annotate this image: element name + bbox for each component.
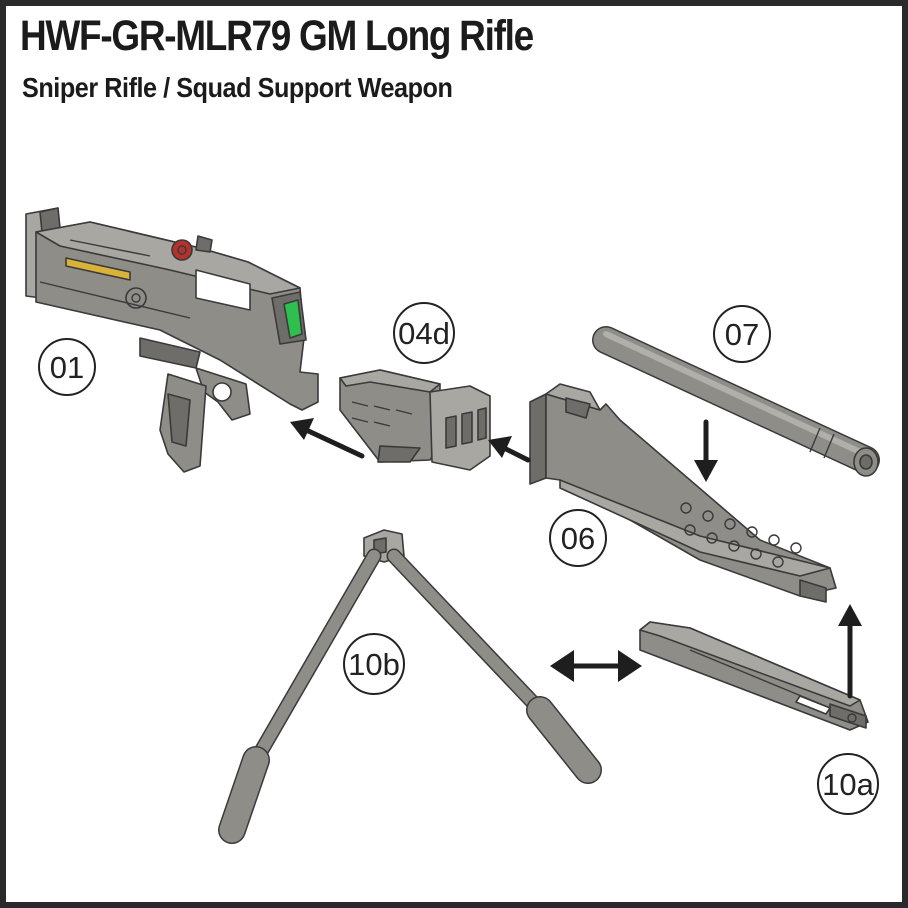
callout-10a: 10a — [817, 753, 879, 815]
bipod-icon — [218, 529, 602, 844]
arrow-10a-to-06 — [838, 604, 862, 699]
barrel-mount-icon — [529, 383, 837, 603]
page-subtitle: Sniper Rifle / Squad Support Weapon — [22, 72, 453, 103]
barrel-icon — [592, 326, 880, 477]
rifle-body-icon — [25, 207, 319, 473]
callout-10b: 10b — [343, 633, 405, 695]
callout-04d: 04d — [393, 302, 455, 364]
callout-label-04d: 04d — [398, 316, 450, 351]
folded-bipod-icon — [639, 621, 869, 731]
double-arrow-10a-10b — [550, 650, 642, 682]
callout-01: 01 — [38, 338, 96, 396]
callout-label-01: 01 — [50, 350, 84, 385]
callout-07: 07 — [713, 305, 771, 363]
callout-label-06: 06 — [561, 521, 595, 556]
callout-label-10a: 10a — [822, 767, 874, 802]
arrow-06-to-04d — [488, 436, 531, 463]
callout-label-10b: 10b — [348, 647, 400, 682]
handguard-icon — [339, 369, 491, 471]
callout-06: 06 — [549, 509, 607, 567]
page-title: HWF-GR-MLR79 GM Long Rifle — [20, 12, 534, 60]
arrow-07-to-06 — [694, 419, 718, 482]
callout-label-07: 07 — [725, 317, 759, 352]
arrow-04d-to-01 — [290, 418, 365, 459]
